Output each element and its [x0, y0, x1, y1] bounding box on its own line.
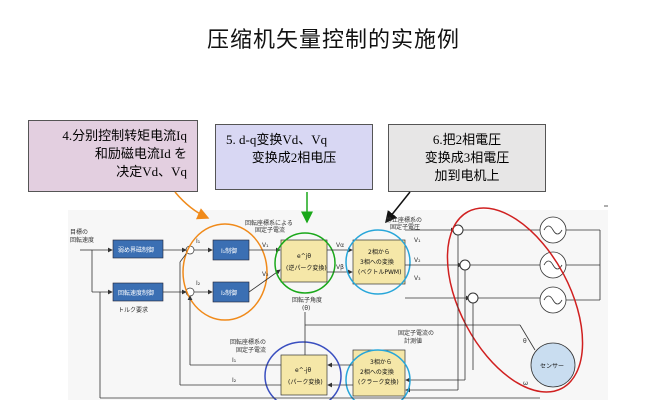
clarke-label-2: 2相への変換	[360, 368, 394, 376]
blue-highlight-ellipse	[345, 229, 411, 295]
static-frame-label: 静止座標系の	[386, 216, 422, 224]
sym-vbeta: Vβ	[336, 264, 344, 271]
navy-highlight-ellipse	[264, 341, 342, 400]
ejtheta-symbol: e^jθ	[297, 253, 311, 260]
id-control-label: I₁制御	[221, 247, 237, 255]
clarke-label-3: (クラーク変換)	[358, 378, 399, 386]
sym-valpha: Vα	[336, 242, 344, 249]
orange-pointer-arrow	[174, 191, 210, 220]
sensor-label: センサー	[540, 363, 564, 370]
svpwm-label-3: (ベクトルPWM)	[358, 269, 401, 276]
callout-line: 5. d-q变换Vd、Vq	[226, 132, 328, 147]
ac-source-u	[539, 216, 567, 244]
callout-line: 和励磁电流Id を	[94, 146, 187, 161]
rotor-angle-symbol: (θ)	[302, 305, 310, 312]
callout-3phase-transform: 6.把2相電圧 变换成3相電圧 加到电机上	[388, 124, 546, 192]
red-highlight-ellipse	[446, 207, 584, 393]
sym-id: I₁	[196, 238, 201, 245]
sym-id-fb: I₁	[232, 357, 237, 364]
label-target-speed-2: 回転速度	[70, 236, 94, 244]
callout-line: 变换成3相電圧	[424, 150, 510, 165]
rotor-angle-label: 回転子角度	[292, 296, 322, 304]
callout-line: 6.把2相電圧	[432, 132, 502, 147]
black-pointer-arrow	[385, 191, 411, 224]
park-block	[280, 354, 328, 396]
page-title: 压缩机矢量控制的实施例	[206, 27, 460, 52]
callout-dq-transform: 5. d-q变换Vd、Vq 变换成2相电压	[215, 124, 373, 190]
green-highlight-ellipse	[274, 232, 336, 294]
orange-highlight-ellipse	[182, 223, 268, 321]
callout-line: 决定Vd、Vq	[116, 164, 187, 179]
clarke-block	[352, 349, 406, 397]
speed-control-label: 回転速度制御	[118, 289, 154, 297]
callout-current-control: 4.分别控制转矩电流Iq 和励磁电流Id を 决定Vd、Vq	[28, 120, 198, 192]
sym-v2: V₂	[414, 257, 421, 264]
inverse-park-block	[280, 239, 328, 283]
ac-source-w	[539, 286, 567, 314]
sym-iq: I₂	[196, 280, 201, 287]
sym-v1: V₁	[414, 237, 421, 244]
sym-vq: V₂	[262, 271, 269, 278]
sensor-circle	[530, 342, 576, 388]
callout-line: 变换成2相电压	[251, 150, 337, 165]
current-sensor-v	[459, 259, 471, 271]
current-sensor-w	[467, 292, 479, 304]
weak-field-label: 弱め界磁制御	[118, 246, 154, 254]
sym-omega: ω	[523, 380, 528, 387]
inverse-park-label: (逆パーク変換)	[286, 264, 327, 272]
meas-label: 固定子電流の	[398, 329, 434, 337]
callout-line: 4.分别控制转矩电流Iq	[62, 128, 187, 143]
sym-v3: V₃	[414, 275, 421, 282]
rot-frame2-label-2: 固定子電流	[236, 346, 266, 354]
torque-request-label: トルク要求	[118, 306, 148, 314]
sym-theta: θ	[523, 338, 527, 345]
label-target-speed: 目標の	[70, 228, 88, 236]
ejtheta-neg-symbol: e^-jθ	[295, 367, 312, 374]
rot-frame-label: 回転座標系による	[245, 219, 293, 227]
static-frame-label-2: 固定子電圧	[390, 223, 420, 231]
blue-highlight-ellipse-lower	[345, 349, 411, 400]
callout-line: 加到电机上	[434, 168, 500, 183]
svpwm-block	[352, 239, 406, 285]
park-label: (パーク変換)	[288, 378, 323, 386]
weak-field-control-block	[112, 239, 164, 259]
svpwm-label-1: 2相から	[368, 248, 390, 256]
rot-frame-label-2: 固定子電流	[255, 226, 285, 234]
sym-iq-fb: I₂	[232, 377, 237, 384]
ac-source-v	[539, 251, 567, 279]
rot-frame2-label: 回転座標系の	[230, 338, 266, 346]
svpwm-label-2: 3相への変換	[360, 258, 394, 266]
iq-control-label: I₂制御	[221, 289, 237, 297]
meas-label-2: 計測値	[404, 337, 422, 345]
sym-vd: V₁	[262, 242, 269, 249]
clarke-label-1: 3相から	[370, 358, 392, 366]
diagram-background	[68, 210, 608, 400]
